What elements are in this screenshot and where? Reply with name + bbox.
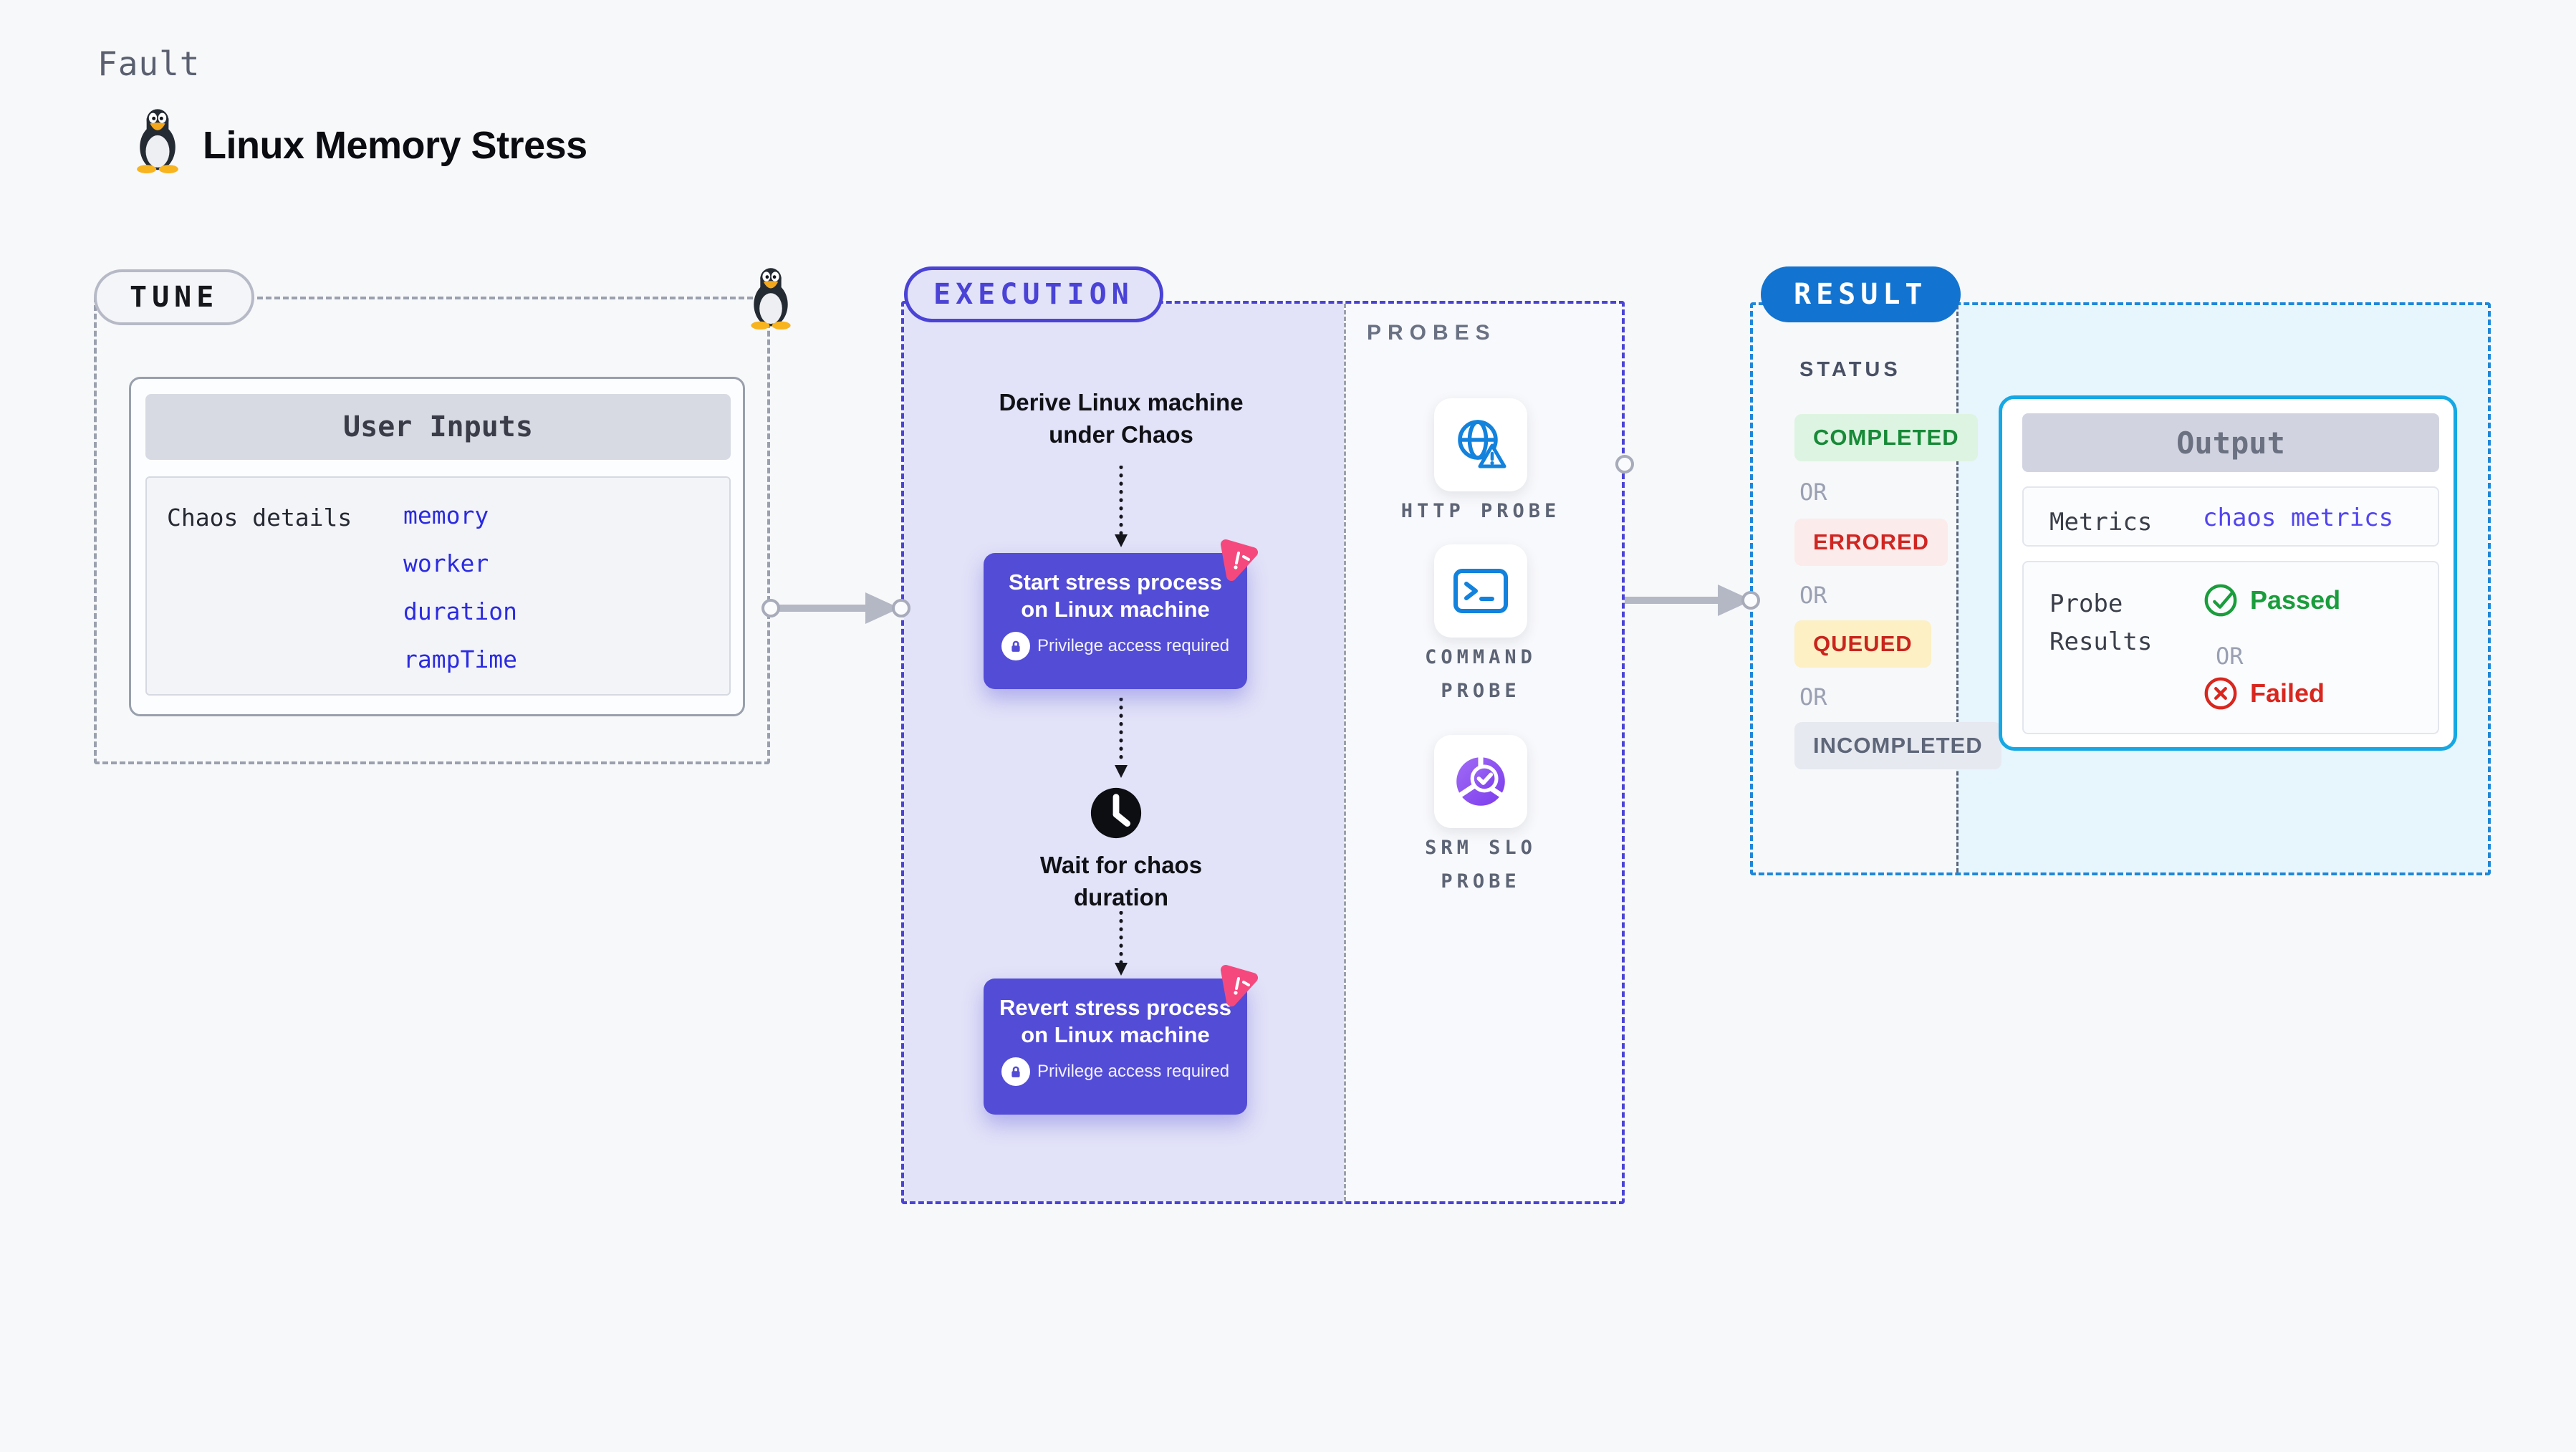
http-probe-card: [1434, 398, 1527, 491]
user-inputs-card: User Inputs Chaos details memory worker …: [129, 377, 745, 716]
output-card: Output Metrics chaos metrics Probe Resul…: [1999, 395, 2457, 751]
dotted-arrow: [1111, 911, 1131, 977]
user-inputs-header: User Inputs: [145, 394, 731, 460]
start-stress-node-title: Start stress process on Linux machine: [1008, 569, 1223, 622]
wait-step-label: Wait for chaos duration: [1039, 852, 1203, 910]
probe-label: SRM SLO PROBE: [1425, 837, 1537, 893]
start-stress-node: Start stress process on Linux machine Pr…: [984, 553, 1247, 689]
dotted-arrow: [1111, 466, 1131, 549]
probe-label: HTTP PROBE: [1400, 500, 1561, 522]
status-badge-queued: QUEUED: [1794, 620, 1931, 668]
revert-stress-node: Revert stress process on Linux machine P…: [984, 979, 1247, 1115]
status-badge-incompleted: INCOMPLETED: [1794, 722, 2001, 769]
x-circle-icon: [2203, 675, 2239, 711]
probe-results-label: Probe Results: [2049, 590, 2153, 656]
failed-label: Failed: [2250, 678, 2325, 708]
connector-dot: [1612, 451, 1638, 477]
status-header: STATUS: [1799, 358, 1901, 381]
check-circle-icon: [2203, 582, 2239, 618]
srm-slo-probe-card: [1434, 735, 1527, 828]
input-value: memory: [403, 501, 489, 529]
tune-to-execution-arrow: [761, 587, 911, 629]
failed-indicator: Failed: [2203, 675, 2325, 711]
input-value: rampTime: [403, 645, 517, 673]
tux-penguin-icon: [744, 266, 798, 330]
terminal-icon: [1452, 567, 1509, 615]
metrics-value: chaos metrics: [2203, 504, 2394, 532]
chaos-fault-icon: [1213, 537, 1261, 583]
probe-results-row: Probe Results Passed OR: [2022, 561, 2439, 734]
passed-indicator: Passed: [2203, 582, 2340, 618]
command-probe-card: [1434, 544, 1527, 638]
execution-pill: EXECUTION: [904, 266, 1163, 322]
status-badge-completed: COMPLETED: [1794, 414, 1978, 461]
result-divider: [1956, 305, 1959, 872]
chaos-fault-icon: [1213, 963, 1261, 1009]
tune-pill: TUNE: [94, 269, 255, 325]
slo-gauge-icon: [1450, 751, 1512, 812]
chaos-details-label: Chaos details: [167, 504, 352, 532]
metrics-row: Metrics chaos metrics: [2022, 486, 2439, 547]
or-separator: OR: [2216, 643, 2244, 670]
globe-alert-icon: [1451, 416, 1510, 473]
or-separator: OR: [1799, 683, 1827, 711]
status-badge-errored: ERRORED: [1794, 519, 1948, 566]
derive-step-label: Derive Linux machine under Chaos: [999, 389, 1244, 448]
lock-icon: [1001, 631, 1030, 660]
user-inputs-body: Chaos details memory worker duration ram…: [145, 476, 731, 696]
tune-section: [94, 297, 770, 764]
input-value: duration: [403, 597, 517, 625]
execution-to-result-arrow: [1618, 580, 1765, 621]
or-separator: OR: [1799, 582, 1827, 609]
tux-penguin-icon: [129, 107, 186, 173]
or-separator: OR: [1799, 479, 1827, 506]
probes-header: PROBES: [1367, 321, 1496, 345]
probe-label: COMMAND PROBE: [1425, 646, 1537, 703]
probes-divider: [1344, 304, 1346, 1201]
metrics-label: Metrics: [2049, 508, 2153, 537]
revert-stress-node-title: Revert stress process on Linux machine: [999, 995, 1231, 1047]
dotted-arrow: [1111, 698, 1131, 779]
privilege-note: Privilege access required: [1037, 635, 1230, 655]
privilege-note: Privilege access required: [1037, 1061, 1230, 1081]
output-header: Output: [2022, 413, 2439, 472]
lock-icon: [1001, 1057, 1030, 1086]
clock-icon: [1088, 785, 1144, 841]
result-pill: RESULT: [1761, 266, 1961, 322]
fault-kicker: Fault: [97, 44, 201, 83]
page-title: Linux Memory Stress: [203, 124, 587, 167]
chaos-details-values: memory worker duration rampTime: [403, 499, 517, 691]
passed-label: Passed: [2250, 585, 2341, 615]
input-value: worker: [403, 549, 489, 577]
